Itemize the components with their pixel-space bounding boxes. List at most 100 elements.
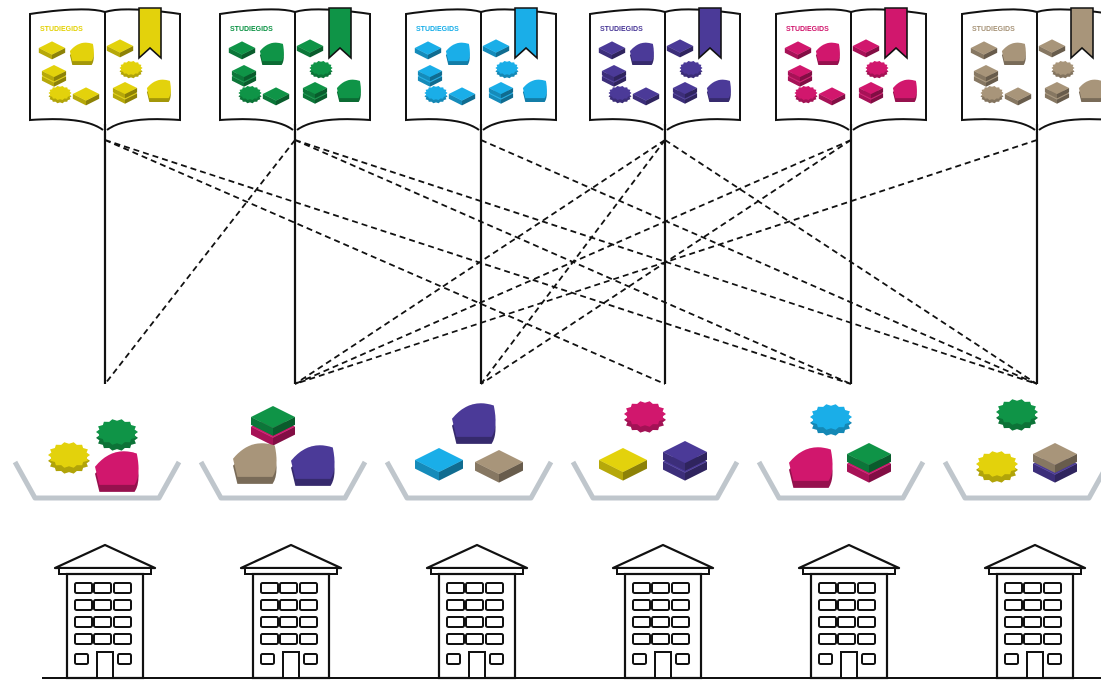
connection-line-dashed <box>104 139 666 385</box>
mini-slab-icon <box>852 39 880 58</box>
window-icon <box>485 633 504 645</box>
window-icon <box>632 582 651 594</box>
window-icon <box>93 616 112 628</box>
mini-shield-icon <box>146 79 171 103</box>
window-icon <box>651 582 670 594</box>
connection-line-dashed <box>294 139 852 385</box>
bookmark-ribbon <box>328 7 352 60</box>
tray-piece-gear-icon <box>48 442 90 474</box>
study-guide-yellow: STUDIEGIDS <box>29 7 181 136</box>
mini-slab-icon <box>818 87 846 106</box>
tray-piece-shield-icon <box>789 447 833 488</box>
mini-gear-icon <box>980 86 1004 104</box>
tray-bowl <box>12 460 182 501</box>
bookmark-ribbon <box>698 7 722 60</box>
tray-piece-slab-icon <box>415 448 463 481</box>
bookmark-ribbon <box>1070 7 1094 60</box>
tray-piece-stack-icon-upper <box>663 441 707 471</box>
window-icon <box>74 616 93 628</box>
window-icon <box>837 582 856 594</box>
mini-stack-icon <box>417 64 443 87</box>
building-icon <box>611 543 715 680</box>
mini-gear-icon <box>794 86 818 104</box>
mini-stack-icon-upper <box>488 81 514 99</box>
mini-gear-icon <box>424 86 448 104</box>
window-icon <box>1004 582 1023 594</box>
guide-label: STUDIEGIDS <box>230 26 273 33</box>
tray-piece-gear-icon <box>996 399 1038 431</box>
window-icon <box>93 633 112 645</box>
connection-line-dashed <box>104 139 852 385</box>
connection-line-dashed <box>480 139 1038 385</box>
window-icon <box>465 616 484 628</box>
study-guide-cyan: STUDIEGIDS <box>405 7 557 136</box>
window-icon <box>279 633 298 645</box>
mini-slab-icon <box>970 41 998 60</box>
window-icon <box>279 582 298 594</box>
mini-stack-icon <box>601 64 627 87</box>
study-guide-magenta: STUDIEGIDS <box>775 7 927 136</box>
mini-slab-icon <box>106 39 134 58</box>
window-icon <box>299 633 318 645</box>
window-icon <box>1023 599 1042 611</box>
mini-gear-icon <box>48 86 72 104</box>
window-icon <box>446 582 465 594</box>
window-icon <box>1043 599 1062 611</box>
mini-stack-icon <box>112 81 138 104</box>
mini-slab-icon <box>784 41 812 60</box>
mini-slab-icon <box>262 87 290 106</box>
mini-stack-icon <box>973 64 999 87</box>
window-icon <box>279 599 298 611</box>
mini-gear-icon <box>119 61 143 79</box>
door-icon <box>96 651 114 679</box>
window-icon <box>671 599 690 611</box>
mini-shield-icon <box>522 79 547 103</box>
window-icon <box>485 599 504 611</box>
bookmark-ribbon <box>138 7 162 60</box>
window-icon <box>465 599 484 611</box>
window-icon <box>651 633 670 645</box>
mini-slab-icon <box>38 41 66 60</box>
mini-stack-icon <box>488 81 514 104</box>
mini-stack-icon-upper <box>858 81 884 99</box>
window-icon <box>446 633 465 645</box>
bookmark-ribbon <box>514 7 538 60</box>
window-icon <box>818 582 837 594</box>
tray-2 <box>198 406 368 501</box>
window-icon <box>1004 633 1023 645</box>
study-guide-purple: STUDIEGIDS <box>589 7 741 136</box>
window-icon <box>857 599 876 611</box>
mini-stack-icon <box>41 64 67 87</box>
window-icon <box>446 599 465 611</box>
tray-piece-shield-icon <box>95 451 139 492</box>
window-icon <box>818 616 837 628</box>
window-icon <box>632 616 651 628</box>
mini-stack-icon-upper <box>302 81 328 99</box>
mini-stack-icon-upper <box>41 64 67 82</box>
connection-lines <box>103 124 1039 385</box>
tray-piece-shield-icon <box>291 445 335 486</box>
mini-stack-icon-upper <box>973 64 999 82</box>
window-icon <box>671 616 690 628</box>
mini-shield-icon <box>336 79 361 103</box>
guide-label: STUDIEGIDS <box>972 26 1015 33</box>
window-icon <box>818 599 837 611</box>
window-icon <box>837 633 856 645</box>
study-guide-green: STUDIEGIDS <box>219 7 371 136</box>
guide-label: STUDIEGIDS <box>416 26 459 33</box>
mini-gear-icon <box>1051 61 1075 79</box>
tray-piece-stack-icon-upper <box>1033 443 1077 473</box>
tray-bowl <box>756 460 926 501</box>
mini-stack-icon <box>858 81 884 104</box>
mini-stack-icon-upper <box>672 81 698 99</box>
window-icon <box>651 616 670 628</box>
window-icon <box>632 633 651 645</box>
window-icon <box>818 633 837 645</box>
tray-piece-stack-icon-upper <box>251 406 295 436</box>
tray-piece-stack-icon <box>663 441 707 481</box>
mini-shield-icon <box>706 79 731 103</box>
mini-slab-icon <box>666 39 694 58</box>
window-icon <box>1023 582 1042 594</box>
study-guides: STUDIEGIDS STUDIEGIDS STUDIEGIDS STUDIEGIDS… <box>29 7 1101 136</box>
building-icon <box>983 543 1087 680</box>
